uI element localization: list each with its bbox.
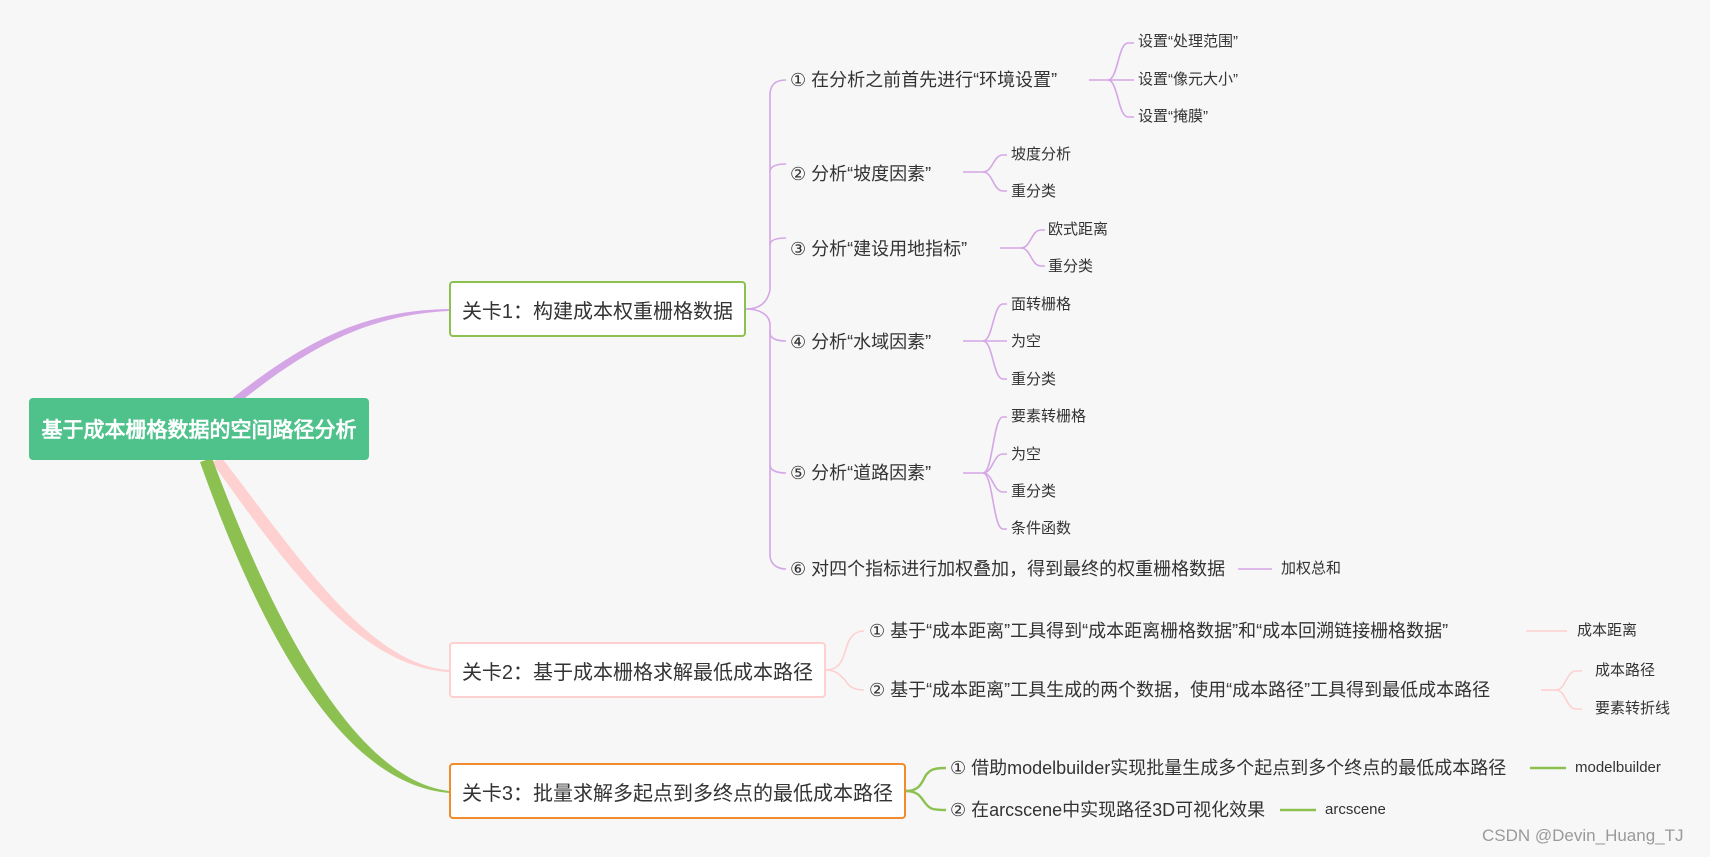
branch3-node[interactable]: 关卡3：批量求解多起点到多终点的最低成本路径 xyxy=(449,763,906,819)
branch1-item-5-child-4[interactable]: 条件函数 xyxy=(1011,520,1072,537)
branch3-item-2[interactable]: ② 在arcscene中实现路径3D可视化效果 xyxy=(950,800,1266,820)
branch1-item-5-child-3[interactable]: 重分类 xyxy=(1011,483,1057,500)
branch3-item-1[interactable]: ① 借助modelbuilder实现批量生成多个起点到多个终点的最低成本路径 xyxy=(950,758,1507,778)
branch1-item-4-child-3[interactable]: 重分类 xyxy=(1011,371,1057,388)
branch1-item-5-child-2[interactable]: 为空 xyxy=(1011,446,1042,463)
branch2-connectors xyxy=(825,630,1582,710)
branch2-item-1-child-1[interactable]: 成本距离 xyxy=(1577,622,1638,639)
root-to-branch2-connector xyxy=(212,458,449,672)
branch1-item-6-child-1[interactable]: 加权总和 xyxy=(1281,560,1342,577)
branch2-item-2-child-1[interactable]: 成本路径 xyxy=(1595,662,1656,679)
branch1-item-5[interactable]: ⑤ 分析“道路因素” xyxy=(790,463,932,483)
branch3-item-2-child-1[interactable]: arcscene xyxy=(1325,801,1386,818)
branch1-item-1[interactable]: ① 在分析之前首先进行“环境设置” xyxy=(790,70,1058,90)
branch1-item-3-child-1[interactable]: 欧式距离 xyxy=(1048,221,1109,238)
branch2-item-2-child-2[interactable]: 要素转折线 xyxy=(1595,700,1671,717)
branch1-item-6[interactable]: ⑥ 对四个指标进行加权叠加，得到最终的权重栅格数据 xyxy=(790,559,1226,579)
watermark: CSDN @Devin_Huang_TJ xyxy=(1482,826,1684,845)
branch1-connectors xyxy=(745,42,1272,570)
branch2-item-1[interactable]: ① 基于“成本距离”工具得到“成本距离栅格数据”和“成本回溯链接栅格数据” xyxy=(869,621,1449,641)
branch1-item-4-child-2[interactable]: 为空 xyxy=(1011,333,1042,350)
branch1-item-3-child-2[interactable]: 重分类 xyxy=(1048,258,1094,275)
branch1-item-1-child-2[interactable]: 设置“像元大小” xyxy=(1138,71,1238,88)
root-to-branch1-connector xyxy=(230,309,449,402)
branch1-item-2-child-1[interactable]: 坡度分析 xyxy=(1011,146,1072,163)
branch3-connectors xyxy=(905,766,1566,812)
branch3-item-1-child-1[interactable]: modelbuilder xyxy=(1575,759,1661,776)
branch1-item-2[interactable]: ② 分析“坡度因素” xyxy=(790,164,932,184)
root-node[interactable]: 基于成本栅格数据的空间路径分析 xyxy=(29,398,369,460)
branch1-item-5-child-1[interactable]: 要素转栅格 xyxy=(1011,408,1087,425)
branch1-item-4-child-1[interactable]: 面转栅格 xyxy=(1011,296,1072,313)
branch1-item-3[interactable]: ③ 分析“建设用地指标” xyxy=(790,239,968,259)
branch1-item-1-child-3[interactable]: 设置“掩膜” xyxy=(1138,108,1208,125)
branch1-item-4[interactable]: ④ 分析“水域因素” xyxy=(790,332,932,352)
branch1-node[interactable]: 关卡1：构建成本权重栅格数据 xyxy=(449,281,746,337)
branch2-node[interactable]: 关卡2：基于成本栅格求解最低成本路径 xyxy=(449,642,826,698)
root-to-branch3-connector xyxy=(200,458,449,793)
branch1-item-1-child-1[interactable]: 设置“处理范围” xyxy=(1138,33,1238,50)
branch1-item-2-child-2[interactable]: 重分类 xyxy=(1011,183,1057,200)
branch2-item-2[interactable]: ② 基于“成本距离”工具生成的两个数据，使用“成本路径”工具得到最低成本路径 xyxy=(869,680,1491,700)
